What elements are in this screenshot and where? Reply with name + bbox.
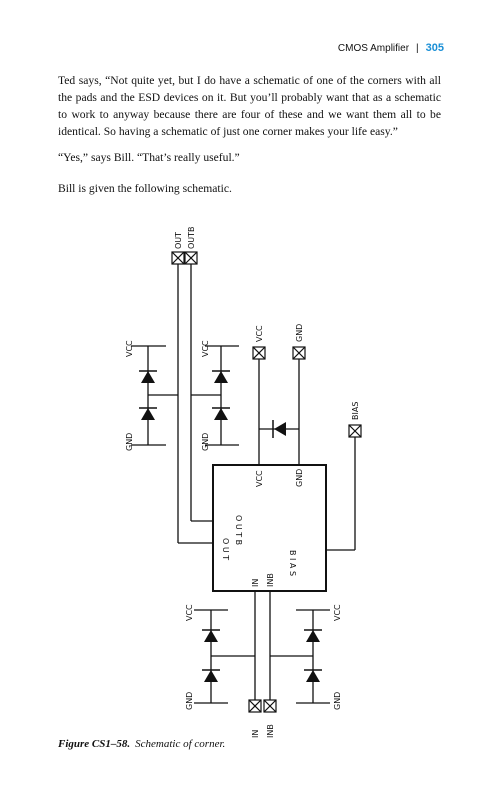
paragraph-1: Ted says, “Not quite yet, but I do have … (58, 74, 441, 138)
pad-out-icon (171, 251, 185, 265)
section-title: CMOS Amplifier (337, 43, 410, 54)
pad-in-icon (248, 699, 262, 713)
block-pin-inb: INB (266, 573, 275, 587)
label-in-pad: IN (251, 730, 260, 738)
label-inb-pad: INB (266, 724, 275, 738)
label-esd-vcc-4: VCC (333, 604, 342, 621)
label-esd-gnd-2: GND (201, 433, 210, 451)
label-esd-vcc-1: VCC (125, 340, 134, 357)
block-pin-out: O U T (221, 538, 230, 560)
diode-icon (139, 407, 157, 420)
diode-icon (202, 669, 220, 682)
label-esd-vcc-3: VCC (185, 604, 194, 621)
diode-icon (212, 407, 230, 420)
paragraph-2: “Yes,” says Bill. “That’s really useful.… (58, 151, 240, 164)
block-pin-vcc: VCC (255, 470, 264, 487)
label-bias-pad: BIAS (351, 402, 360, 420)
pad-inb-icon (263, 699, 277, 713)
header-separator: | (416, 43, 419, 54)
diode-icon (304, 629, 322, 642)
label-esd-vcc-2: VCC (201, 340, 210, 357)
pad-bias-icon (348, 424, 362, 438)
page-number: 305 (425, 42, 444, 54)
running-header: CMOS Amplifier | 305 (338, 42, 444, 54)
label-outb: OUTB (187, 226, 196, 249)
label-esd-gnd-3: GND (185, 692, 194, 710)
label-esd-gnd-4: GND (333, 692, 342, 710)
core-block (212, 464, 327, 592)
block-pin-bias: B I A S (288, 550, 297, 576)
pad-vcc-icon (252, 346, 266, 360)
caption-label: Figure CS1–58. (58, 738, 131, 750)
block-pin-outb-visible: O U T B (234, 515, 243, 545)
label-vcc-pad: VCC (255, 325, 264, 342)
figure-caption: Figure CS1–58. Schematic of corner. (58, 738, 225, 750)
label-out: OUT (174, 232, 183, 249)
block-pin-gnd: GND (295, 469, 304, 487)
paragraph-3: Bill is given the following schematic. (58, 182, 232, 195)
diode-icon (304, 669, 322, 682)
block-pin-in: IN (251, 579, 260, 587)
diode-icon (202, 629, 220, 642)
diode-icon (212, 370, 230, 383)
pad-gnd-icon (292, 346, 306, 360)
caption-text: Schematic of corner. (135, 738, 226, 750)
diode-icon (272, 420, 286, 438)
pad-outb-icon (184, 251, 198, 265)
label-esd-gnd-1: GND (125, 433, 134, 451)
diode-icon (139, 370, 157, 383)
label-gnd-pad: GND (295, 324, 304, 342)
